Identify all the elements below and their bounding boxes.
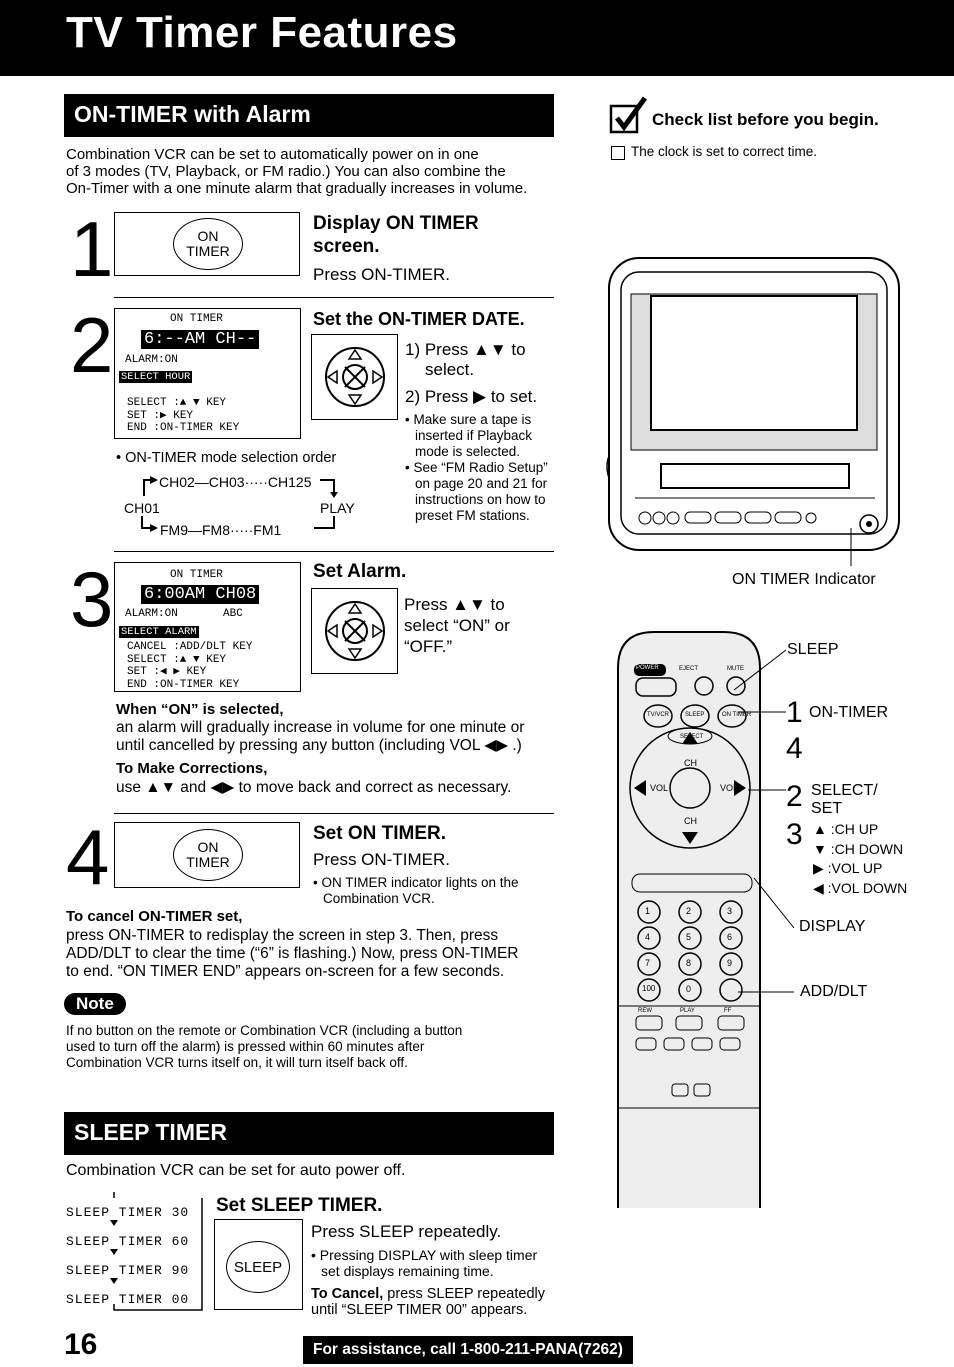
step-number: 4 [66, 813, 110, 901]
sleep-button-large[interactable]: SLEEP [226, 1241, 290, 1293]
sleep-label: SLEEP [787, 641, 839, 658]
display-label: DISPLAY [799, 918, 866, 935]
select-set-label: SELECT/SET [811, 782, 878, 817]
num-4[interactable]: 4 [645, 932, 651, 942]
rew-button[interactable]: REW [638, 1008, 652, 1014]
divider [114, 551, 554, 552]
sleep-step-title: Set SLEEP TIMER. [216, 1195, 383, 1216]
step3-screen: ON TIMER 6:00AM CH08 ALARM:ON ABC SELECT… [114, 562, 301, 692]
checklist-title: Check list before you begin. [652, 110, 879, 129]
order-diagram [141, 476, 338, 532]
sleep-button[interactable]: SLEEP [685, 712, 705, 718]
assistance-banner: For assistance, call 1-800-211-PANA(7262… [303, 1336, 633, 1364]
divider [114, 813, 554, 814]
tv-vcr-illustration [606, 257, 900, 566]
note-text: If no button on the remote or Combinatio… [66, 1023, 463, 1070]
vol-right-label: VOL [720, 783, 739, 793]
sleep-timer-sequence: SLEEP TIMER 30 SLEEP TIMER 60 SLEEP TIME… [66, 1205, 190, 1307]
select-button[interactable]: SELECT [680, 734, 704, 740]
num-6[interactable]: 6 [727, 932, 733, 942]
step-number: 1 [70, 205, 114, 293]
step2-notes: • Make sure a tape is inserted if Playba… [405, 412, 548, 523]
eject-button[interactable]: EJECT [679, 666, 699, 672]
checkmark-icon [609, 96, 649, 136]
add-dlt-label: ADD/DLT [800, 983, 868, 1000]
num-9[interactable]: 9 [727, 958, 733, 968]
dpad-icon [325, 601, 385, 661]
step4-title: Set ON TIMER. [313, 823, 447, 844]
num-2[interactable]: 2 [686, 906, 692, 916]
select-bar: SELECT HOUR [119, 371, 193, 383]
num-7[interactable]: 7 [645, 958, 651, 968]
mute-button[interactable]: MUTE [727, 666, 744, 672]
dpad-panel [311, 334, 398, 420]
ff-button[interactable]: FF [724, 1008, 732, 1014]
tv-vcr-button[interactable]: TV/VCR [647, 712, 670, 718]
step-number: 2 [70, 301, 114, 389]
lcd-display: 6:00AM CH08 [141, 585, 260, 604]
sleep-sequence-arrows [110, 1192, 203, 1311]
step2-title: Set the ON-TIMER DATE. [313, 309, 525, 329]
step3-title: Set Alarm. [313, 561, 407, 582]
on-timer-label: ON-TIMER [809, 704, 889, 721]
step1-instruction: Press ON-TIMER. [313, 265, 450, 284]
ch-down-label: CH [684, 816, 697, 826]
callout-lines [733, 649, 795, 993]
num-5[interactable]: 5 [686, 932, 692, 942]
page-number: 16 [64, 1328, 98, 1361]
ontimer-heading: ON-TIMER with Alarm [64, 94, 554, 137]
remote-illustration [617, 631, 761, 1208]
lcd-display: 6:--AM CH-- [141, 330, 260, 349]
num-8[interactable]: 8 [686, 958, 692, 968]
num-1[interactable]: 1 [645, 906, 651, 916]
page-title: TV Timer Features [66, 8, 458, 57]
vol-left-label: VOL [650, 783, 669, 793]
on-timer-indicator-label: ON TIMER Indicator [732, 571, 876, 588]
ch-up-label: CH [684, 758, 697, 768]
sleep-timer-intro: Combination VCR can be set for auto powe… [66, 1162, 406, 1179]
play-button[interactable]: PLAY [680, 1008, 695, 1014]
header-banner [0, 0, 954, 76]
sleep-button-panel: SLEEP [214, 1219, 303, 1310]
dpad-panel [311, 588, 398, 674]
remote-key-legend: ▲ :CH UP▼ :CH DOWN▶ :VOL UP◀ :VOL DOWN [813, 821, 908, 896]
dpad-icon [325, 347, 385, 407]
sleep-timer-heading: SLEEP TIMER [64, 1112, 554, 1155]
power-button[interactable]: POWER [636, 665, 659, 671]
step-number: 3 [70, 555, 114, 643]
step2-screen: ON TIMER 6:--AM CH-- ALARM:ON SELECT HOU… [114, 308, 301, 439]
note-badge: Note [64, 993, 126, 1015]
remote-on-timer-button[interactable]: ON TIMER [722, 712, 752, 718]
checklist-item: The clock is set to correct time. [631, 144, 818, 159]
ontimer-intro: Combination VCR can be set to automatica… [66, 146, 528, 197]
num-100[interactable]: 100 [642, 984, 656, 993]
divider [114, 297, 554, 298]
checkbox-icon [611, 146, 625, 160]
select-bar: SELECT ALARM [119, 626, 199, 638]
num-3[interactable]: 3 [727, 906, 733, 916]
num-0[interactable]: 0 [686, 984, 692, 994]
